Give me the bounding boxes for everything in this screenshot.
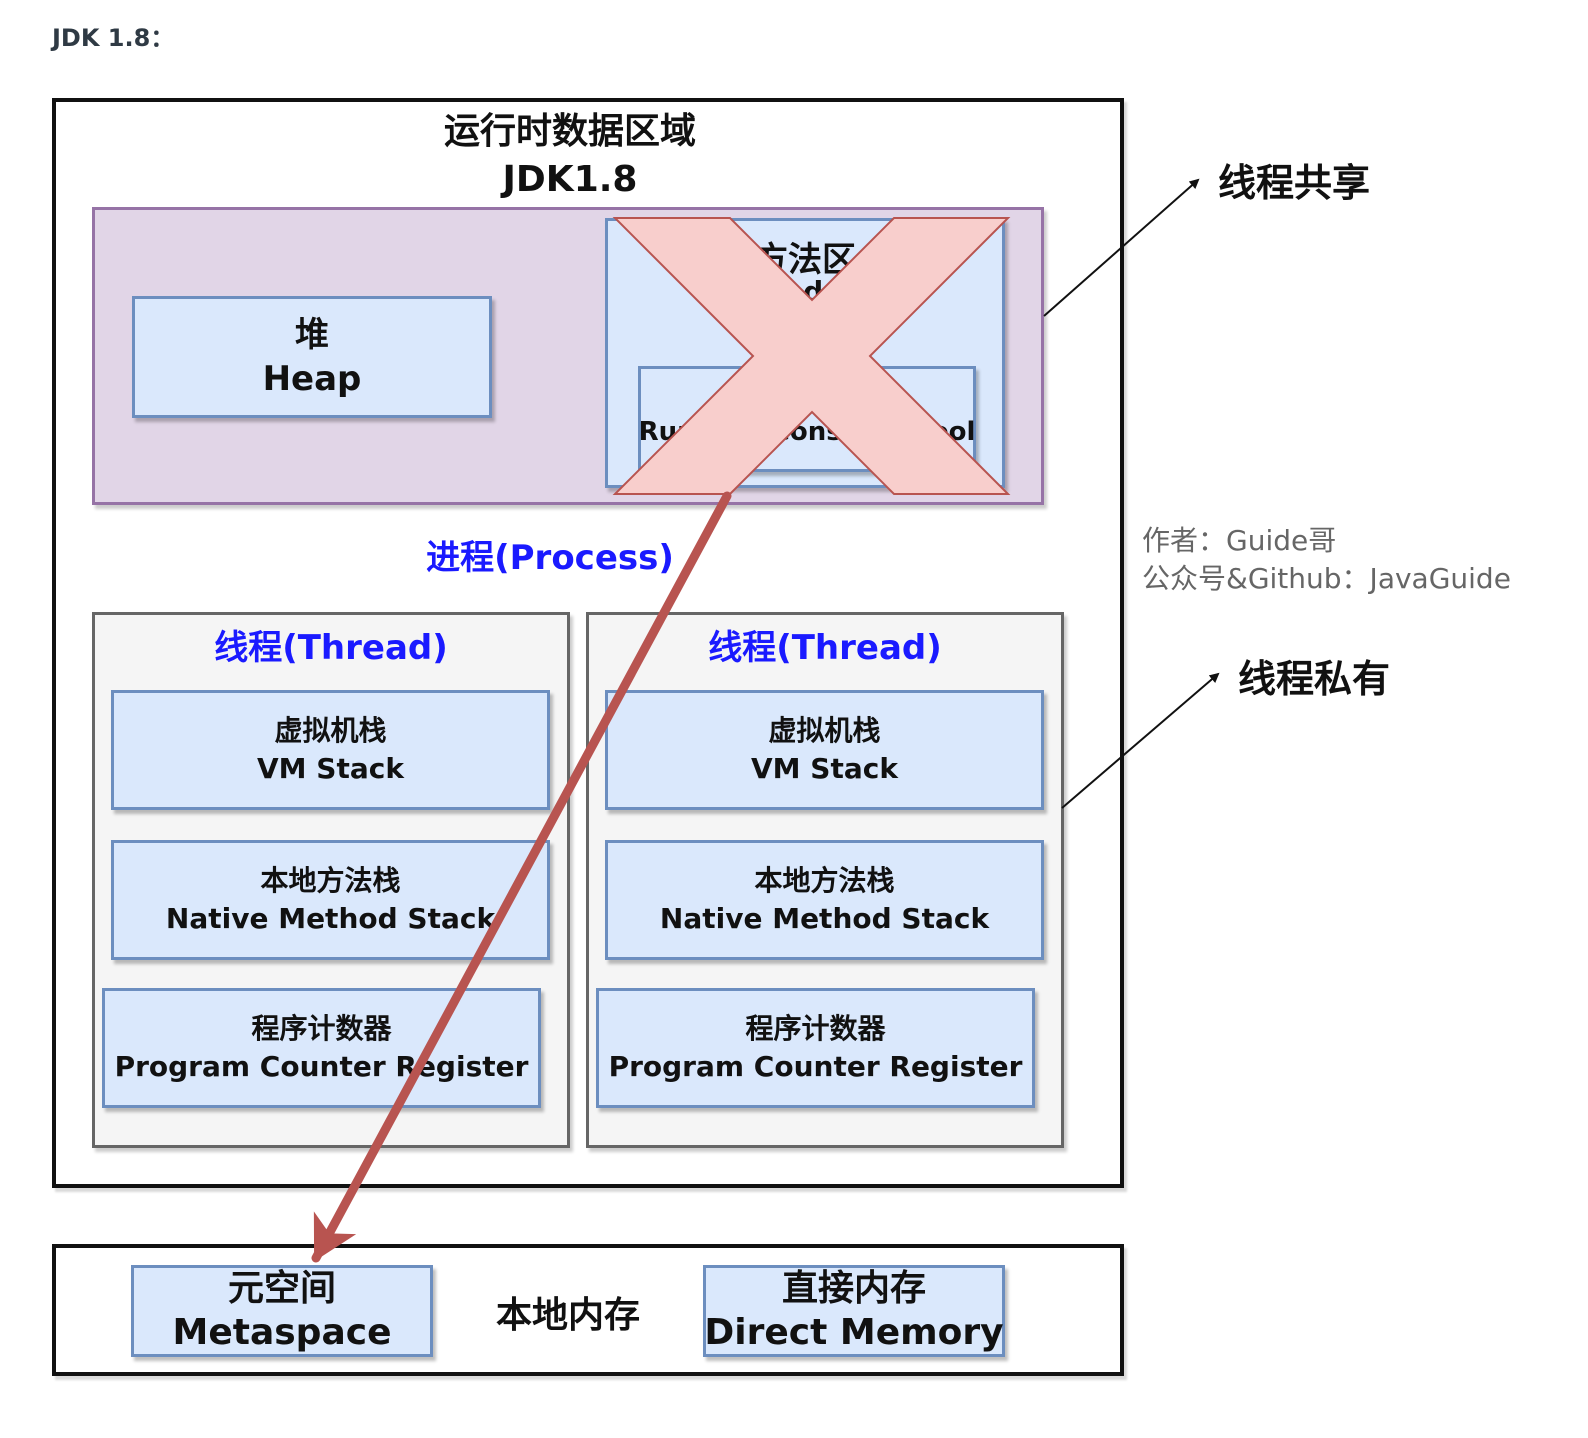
thread-shared-label: 线程共享 [1218, 161, 1371, 205]
pc-register-zh-1: 程序计数器 [251, 1012, 392, 1045]
pc-register-zh-2: 程序计数器 [745, 1012, 886, 1045]
thread-title-1: 线程(Thread) [214, 628, 448, 668]
vm-stack-box-1: 虚拟机栈 VM Stack [111, 690, 550, 810]
page-title: JDK 1.8： [52, 24, 175, 52]
native-stack-en-2: Native Method Stack [659, 902, 990, 935]
removed-cross-icon [612, 217, 1011, 495]
native-stack-zh-1: 本地方法栈 [260, 864, 401, 897]
migration-arrow [311, 491, 732, 1263]
vm-stack-box-2: 虚拟机栈 VM Stack [605, 690, 1044, 810]
runtime-data-area-title: 运行时数据区域 JDK1.8 [400, 108, 740, 204]
pc-register-en-1: Program Counter Register [114, 1050, 529, 1083]
vm-stack-en-2: VM Stack [751, 752, 898, 785]
heap-box: 堆 Heap [132, 296, 492, 418]
vm-stack-en-1: VM Stack [257, 752, 404, 785]
vm-stack-zh-1: 虚拟机栈 [274, 714, 387, 747]
private-pointer-arrow [1061, 672, 1220, 809]
author-watermark: 作者：Guide哥 公众号&Github：JavaGuide [1142, 522, 1511, 598]
metaspace-box: 元空间 Metaspace [131, 1265, 433, 1357]
pc-register-box-1: 程序计数器 Program Counter Register [102, 988, 541, 1108]
metaspace-en: Metaspace [172, 1312, 392, 1353]
pc-register-box-2: 程序计数器 Program Counter Register [596, 988, 1035, 1108]
thread-private-label: 线程私有 [1238, 657, 1391, 701]
shared-pointer-arrow [1043, 178, 1200, 317]
runtime-title-zh: 运行时数据区域 [443, 111, 696, 152]
author-line: 作者：Guide哥 [1142, 524, 1337, 557]
direct-memory-zh: 直接内存 [781, 1268, 926, 1309]
metaspace-zh: 元空间 [227, 1268, 336, 1309]
pc-register-en-2: Program Counter Register [608, 1050, 1023, 1083]
native-method-stack-box-1: 本地方法栈 Native Method Stack [111, 840, 550, 960]
native-stack-zh-2: 本地方法栈 [754, 864, 895, 897]
native-memory-label: 本地内存 [495, 1295, 640, 1336]
process-label: 进程(Process) [426, 538, 674, 578]
runtime-title-version: JDK1.8 [502, 159, 638, 200]
direct-memory-box: 直接内存 Direct Memory [703, 1265, 1005, 1357]
vm-stack-zh-2: 虚拟机栈 [768, 714, 881, 747]
direct-memory-en: Direct Memory [704, 1312, 1004, 1353]
thread-title-2: 线程(Thread) [708, 628, 942, 668]
native-stack-en-1: Native Method Stack [165, 902, 496, 935]
heap-label-zh: 堆 [295, 315, 329, 355]
heap-label-en: Heap [262, 359, 362, 399]
account-line: 公众号&Github：JavaGuide [1142, 562, 1511, 595]
native-method-stack-box-2: 本地方法栈 Native Method Stack [605, 840, 1044, 960]
